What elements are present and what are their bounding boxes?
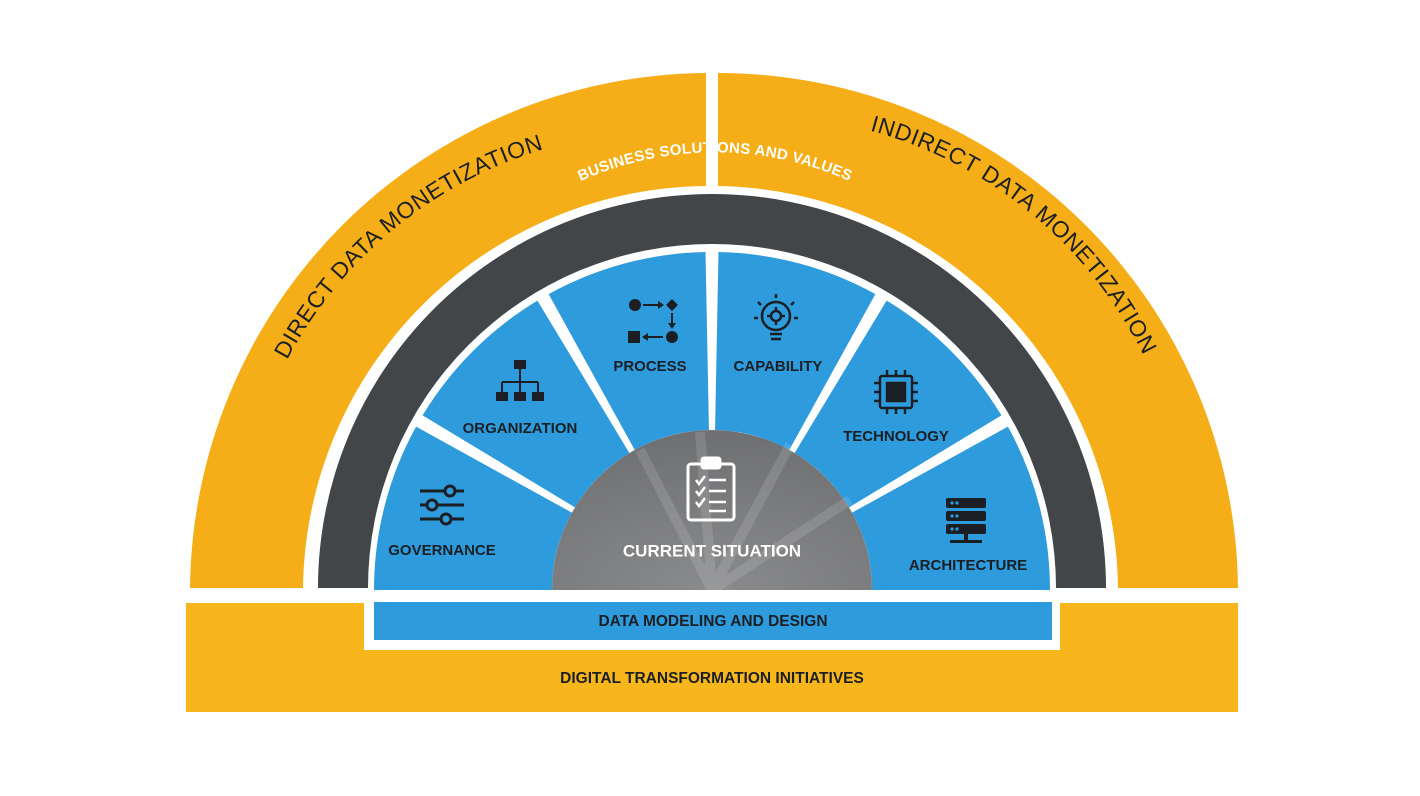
segment-label-technology: TECHNOLOGY xyxy=(843,428,949,445)
segment-architecture[interactable] xyxy=(852,426,1050,590)
digital-transformation-band[interactable] xyxy=(186,603,1238,712)
segments-ring: GOVERNANCE ORGANIZATION PROCESS CAPABILITY T… xyxy=(374,252,1050,590)
segment-governance[interactable] xyxy=(374,426,572,590)
center-label: CURRENT SITUATION xyxy=(623,541,801,560)
segment-label-process: PROCESS xyxy=(613,358,686,375)
segment-capability[interactable] xyxy=(715,252,876,450)
segment-label-organization: ORGANIZATION xyxy=(463,420,578,437)
sliders-icon xyxy=(420,484,464,526)
data-modeling-label: DATA MODELING AND DESIGN xyxy=(598,613,827,630)
segment-label-capability: CAPABILITY xyxy=(734,358,823,375)
indirect-monetization-arc xyxy=(718,72,1238,588)
segment-label-governance: GOVERNANCE xyxy=(388,542,496,559)
clipboard-checklist-icon xyxy=(686,456,736,522)
digital-transformation-label: DIGITAL TRANSFORMATION INITIATIVES xyxy=(560,670,864,687)
process-flow-icon xyxy=(628,299,678,343)
data-modeling-band[interactable] xyxy=(374,602,1052,640)
direct-monetization-arc xyxy=(190,73,706,588)
segment-organization[interactable] xyxy=(422,300,630,508)
chip-icon xyxy=(874,370,918,414)
server-icon xyxy=(946,498,986,543)
business-solutions-band xyxy=(318,194,1106,588)
segment-technology[interactable] xyxy=(794,300,1002,508)
segment-label-architecture: ARCHITECTURE xyxy=(909,557,1027,574)
segment-process[interactable] xyxy=(548,252,709,450)
lightbulb-gear-icon xyxy=(754,294,798,341)
org-chart-icon xyxy=(496,360,544,401)
